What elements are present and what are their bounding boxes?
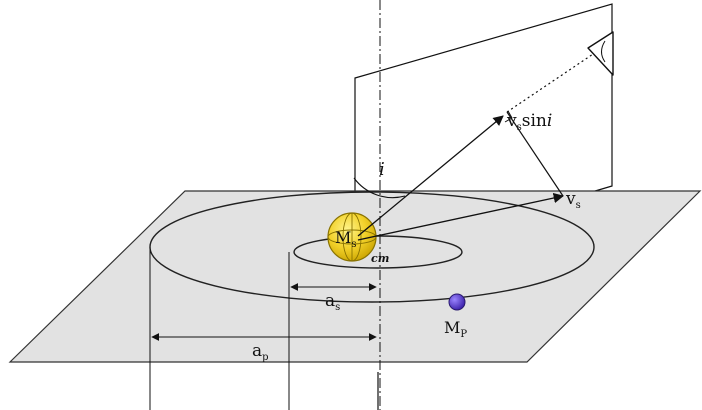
inclination-arc xyxy=(353,177,406,199)
planet-sphere xyxy=(448,293,466,311)
projection-line xyxy=(506,111,564,197)
star-mass-label: Ms xyxy=(335,228,357,250)
vs-sini-label: vssini xyxy=(506,111,552,133)
vs-vector xyxy=(357,192,565,241)
as-label: as xyxy=(325,291,340,313)
vs-sini-vector xyxy=(357,115,504,237)
center-of-mass-label: cm xyxy=(371,252,389,265)
orbital-plane xyxy=(8,190,702,363)
star-sphere xyxy=(327,212,377,262)
observer-eye-icon xyxy=(587,31,614,76)
planet-mass-label: MP xyxy=(444,318,467,340)
ap-label: ap xyxy=(252,341,269,363)
right-angle-marker xyxy=(504,110,513,123)
inclination-label: i xyxy=(379,159,385,180)
vs-label: vs xyxy=(565,189,581,211)
